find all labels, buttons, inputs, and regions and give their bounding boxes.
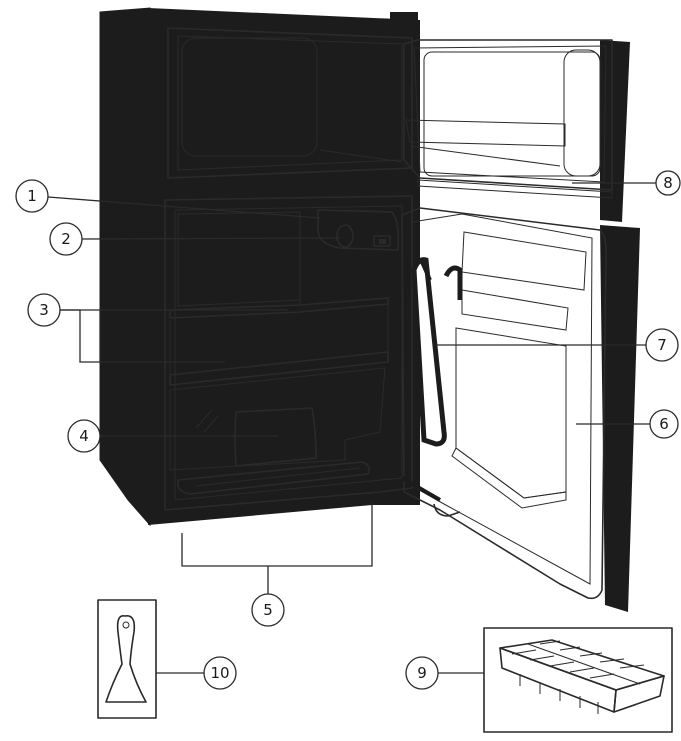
callout-5: 5 (251, 593, 285, 627)
callout-2: 2 (49, 222, 83, 256)
callout-4-label: 4 (79, 427, 89, 445)
ice-scraper-icon (105, 615, 147, 703)
leader-lines (47, 182, 656, 674)
thermostat-housing (317, 209, 400, 251)
freezer-door-shelf (405, 119, 566, 147)
callout-7: 7 (645, 328, 679, 362)
ice-tray-icon (499, 639, 665, 714)
callout-6: 6 (649, 409, 679, 439)
fridge-interior (164, 195, 413, 511)
callout-10: 10 (203, 656, 237, 690)
freezer-door (403, 39, 613, 199)
crisper-cover (176, 461, 370, 495)
freezer-back-panel (181, 37, 318, 157)
door-bin-lower (451, 447, 567, 509)
callout-9-label: 9 (417, 664, 427, 682)
cabinet-front-frame (148, 8, 420, 525)
ice-scraper-box (97, 599, 157, 719)
callout-4: 4 (67, 419, 101, 453)
light-switch-icon (373, 235, 391, 247)
fridge-door (400, 207, 607, 600)
fridge-door-panel (401, 207, 607, 600)
thermostat-dial-icon (336, 224, 354, 248)
can-dispenser-rack (411, 257, 463, 447)
door-bin-upper (461, 231, 587, 291)
cabinet-top-notch (390, 12, 418, 24)
door-edge-dark (600, 225, 640, 612)
refrigerator-cabinet (99, 7, 640, 612)
callout-7-label: 7 (657, 336, 667, 354)
callout-2-label: 2 (61, 230, 71, 248)
freezer-door-edge-dark (600, 40, 630, 222)
fridge-compartment (164, 195, 413, 511)
callout-1: 1 (15, 179, 49, 213)
ice-tray-box (483, 627, 673, 733)
callout-6-label: 6 (659, 415, 669, 433)
callout-8-label: 8 (663, 174, 673, 192)
callout-5-label: 5 (263, 601, 273, 619)
freezer-inner-wall (177, 35, 403, 171)
glass-shelf-lower (169, 351, 389, 386)
crisper-drawer (169, 367, 386, 471)
callout-10-label: 10 (210, 664, 229, 682)
cabinet-left-side (99, 7, 151, 527)
callout-3: 3 (27, 293, 61, 327)
callout-1-label: 1 (27, 187, 37, 205)
freezer-door-panel (403, 39, 613, 191)
callout-3-label: 3 (39, 301, 49, 319)
callout-9: 9 (405, 656, 439, 690)
callout-8: 8 (655, 170, 681, 196)
